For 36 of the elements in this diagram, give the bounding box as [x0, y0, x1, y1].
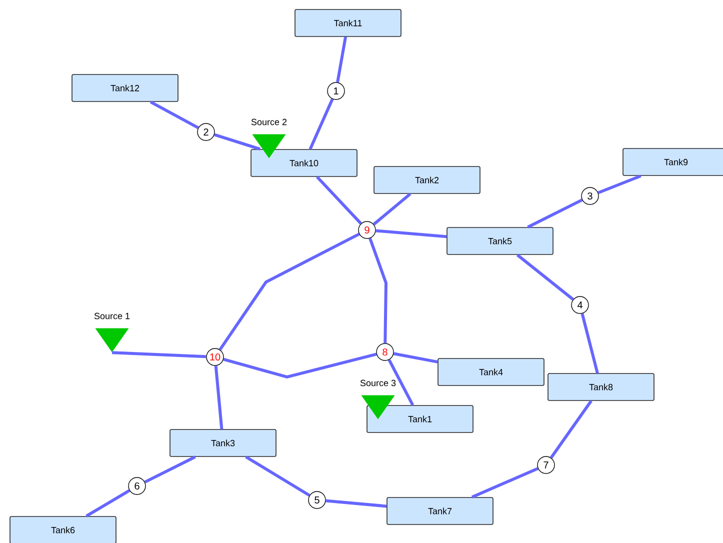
tank-box: Tank10 — [250, 149, 358, 177]
pipe-line — [112, 351, 206, 358]
pipe-line — [598, 174, 642, 194]
pipe-line — [326, 499, 387, 508]
tank-box: Tank11 — [294, 9, 402, 37]
pipe-line — [223, 352, 377, 379]
pipe-line — [372, 192, 412, 226]
tank-box: Tank2 — [374, 166, 480, 194]
pipe-line — [516, 254, 574, 301]
pipe-line — [308, 98, 334, 150]
pipe-line — [580, 313, 599, 374]
tank-box: Tank8 — [548, 373, 654, 401]
pipe-line — [144, 456, 196, 484]
pipe-line — [150, 100, 199, 130]
pipe-line — [316, 176, 362, 225]
pipe-line — [336, 36, 348, 83]
pipe-line — [550, 400, 592, 459]
tank-box: Tank6 — [10, 516, 116, 543]
tank-box: Tank4 — [438, 358, 544, 386]
pipe-line — [214, 366, 224, 430]
pipe-line — [245, 456, 310, 497]
tank-box: Tank5 — [446, 227, 554, 255]
pipe-line — [527, 198, 583, 228]
tank-box: Tank1 — [366, 405, 474, 433]
tank-box: Tank7 — [386, 497, 494, 525]
pipe-line — [86, 489, 130, 518]
pipe-line — [368, 238, 388, 344]
pipe-line — [214, 133, 261, 151]
pipe-line — [218, 232, 360, 351]
pipe-line — [393, 352, 438, 364]
pipe-line — [471, 467, 538, 498]
tank-box: Tank3 — [170, 429, 276, 457]
pipe-line — [388, 359, 414, 406]
pipe-line — [376, 229, 447, 238]
tank-box: Tank12 — [72, 74, 178, 102]
tank-box: Tank9 — [622, 148, 723, 176]
